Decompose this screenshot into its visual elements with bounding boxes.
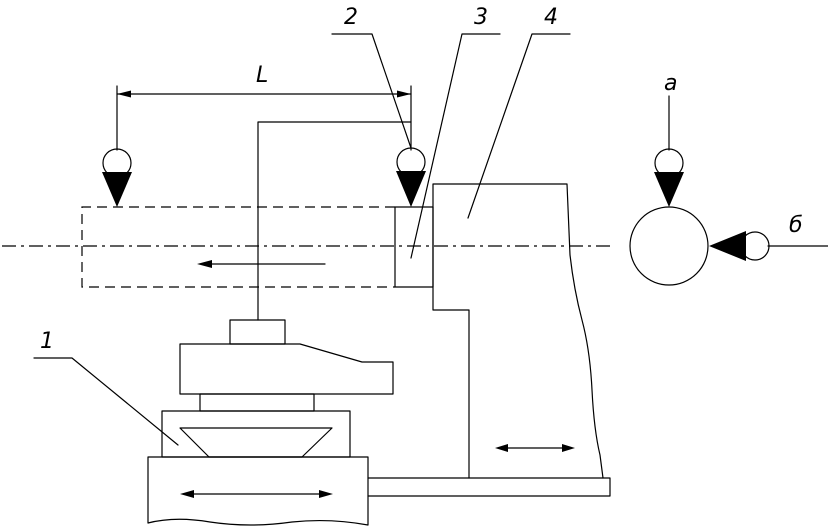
view-label-b: б [789, 213, 803, 238]
indicator-middle-tip-icon [396, 171, 426, 207]
workpiece-outline [81, 206, 395, 288]
callout-1-leader [33, 357, 179, 446]
indicator-left-tip-icon [102, 172, 132, 207]
lower-slide-arrow-right [319, 490, 333, 498]
section-circle [629, 206, 709, 286]
indicator-a-tip-icon [654, 172, 684, 207]
callout-3-leader [410, 33, 501, 259]
bed-rail [367, 477, 611, 497]
dimension-l-arrow-left [117, 90, 131, 98]
part-1-wedge [179, 427, 333, 458]
feed-arrow-head [197, 260, 212, 268]
head-slide-arrow-left [495, 444, 508, 452]
indicator-bar [257, 121, 412, 321]
callout-4-leader [467, 33, 571, 219]
carriage-body [179, 343, 394, 395]
lower-slide-arrow-left [180, 490, 194, 498]
head-slide-arrow-right [562, 444, 575, 452]
carriage-post [229, 319, 286, 345]
part-1-guide-block [161, 410, 351, 458]
view-label-a: а [664, 71, 677, 96]
indicator-b-tip-icon [709, 231, 746, 261]
carriage-neck [199, 393, 315, 412]
callout-4-number: 4 [544, 5, 558, 30]
callout-2-leader [331, 33, 412, 149]
dimension-l-label: L [256, 63, 268, 88]
callout-1-number: 1 [40, 329, 54, 354]
lower-slide [147, 456, 369, 526]
dimension-l-arrow-right [397, 90, 411, 98]
part-4-spindle-head [432, 183, 604, 479]
callout-3-number: 3 [474, 5, 488, 30]
callout-2-number: 2 [344, 5, 358, 30]
